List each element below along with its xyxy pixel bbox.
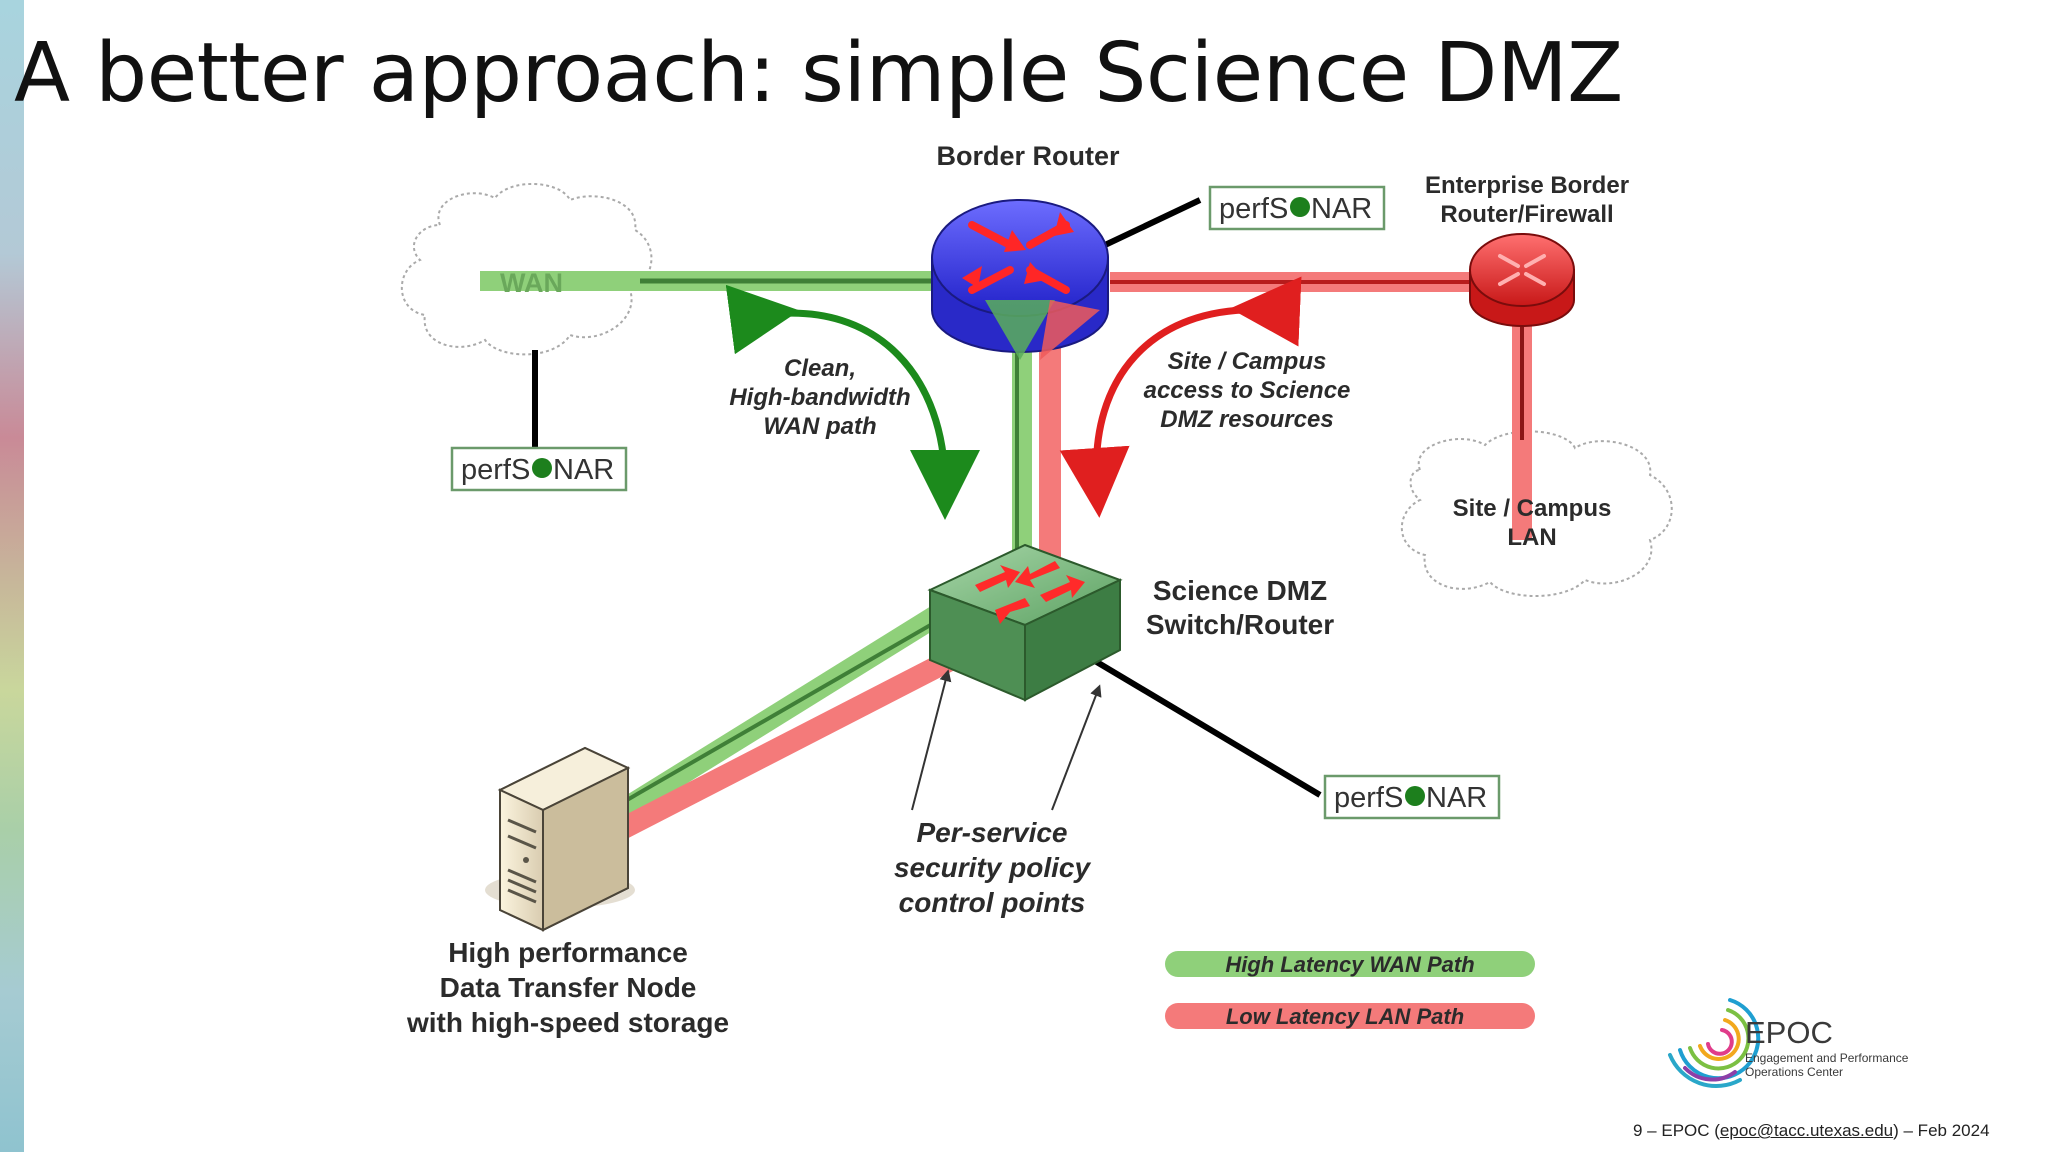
campus-access-note-line3: DMZ resources [1160,406,1333,433]
enterprise-router-label-line1: Enterprise Border [1425,172,1629,199]
dtn-label-line2: Data Transfer Node [440,972,697,1003]
perfsonar-text-end: NAR [1311,193,1372,225]
policy-arrow-right [1051,684,1102,811]
wan-cloud [400,183,653,356]
perfsonar-text-start: perfS [461,454,530,486]
campus-access-note-line1: Site / Campus [1168,348,1327,375]
campus-access-arrow [1059,276,1302,518]
border-router-label: Border Router [936,141,1120,171]
slide-title: A better approach: simple Science DMZ [14,26,1623,121]
perfsonar-box-switch: perfS NAR [1323,774,1501,820]
legend-wan-swatch [1165,951,1535,977]
epoc-logo-name: EPOC [1745,1015,1833,1050]
legend-lan-swatch [1165,1003,1535,1029]
wan-path-arrow [725,284,980,520]
border-router-icon [931,199,1109,360]
dtn-label-line3: with high-speed storage [406,1007,729,1038]
border-perfsonar-link [1103,197,1202,248]
perfsonar-box-border: perfS NAR [1208,185,1386,231]
perfsonar-text-start: perfS [1219,193,1288,225]
footer-prefix: 9 – EPOC ( [1633,1121,1720,1140]
wan-label: WAN [500,268,563,298]
footer-email-link[interactable]: epoc@tacc.utexas.edu [1719,1121,1894,1140]
wan-path-note-line1: Clean, [784,355,856,382]
data-transfer-node-icon [485,746,635,932]
wan-path [480,271,1032,822]
lan-path [614,272,1532,840]
science-dmz-switch-icon [927,543,1123,702]
perfsonar-text-end: NAR [553,454,614,486]
perfsonar-text-start: perfS [1334,782,1403,814]
science-dmz-label-line2: Switch/Router [1146,609,1334,640]
campus-lan-label-line2: LAN [1507,524,1556,551]
switch-perfsonar-link [1083,652,1322,798]
slide-footer: 9 – EPOC (epoc@tacc.utexas.edu) – Feb 20… [1633,1121,1990,1141]
policy-note-line2: security policy [894,852,1092,883]
wan-path-note-line3: WAN path [763,413,876,440]
epoc-logo-subtitle-line2: Operations Center [1745,1065,1843,1079]
dtn-label-line1: High performance [448,937,688,968]
footer-suffix: ) – Feb 2024 [1893,1121,1990,1140]
enterprise-router-label-line2: Router/Firewall [1440,201,1613,228]
wan-path-note-line2: High-bandwidth [729,384,910,411]
epoc-logo-mark [1668,998,1761,1088]
sidebar-accent-strip [0,0,24,1152]
policy-note-line3: control points [899,887,1086,918]
perfsonar-o-icon [532,458,552,478]
perfsonar-box-wan: perfS NAR [450,446,628,492]
policy-arrow-left [911,669,952,811]
campus-lan-cloud [1400,430,1673,597]
perfsonar-o-icon [1290,197,1310,217]
legend-lan-label: Low Latency LAN Path [1226,1004,1464,1029]
science-dmz-label-line1: Science DMZ [1153,575,1327,606]
perfsonar-text-end: NAR [1426,782,1487,814]
enterprise-router-icon [1469,233,1575,327]
legend-wan-label: High Latency WAN Path [1225,952,1474,977]
campus-access-note-line2: access to Science [1144,377,1351,404]
policy-note-line1: Per-service [916,817,1067,848]
perfsonar-o-icon [1405,786,1425,806]
epoc-logo: EPOC Engagement and Performance Operatio… [1668,998,1909,1088]
epoc-logo-subtitle-line1: Engagement and Performance [1745,1051,1909,1065]
legend: High Latency WAN Path Low Latency LAN Pa… [1165,951,1535,1029]
campus-lan-label-line1: Site / Campus [1453,495,1612,522]
